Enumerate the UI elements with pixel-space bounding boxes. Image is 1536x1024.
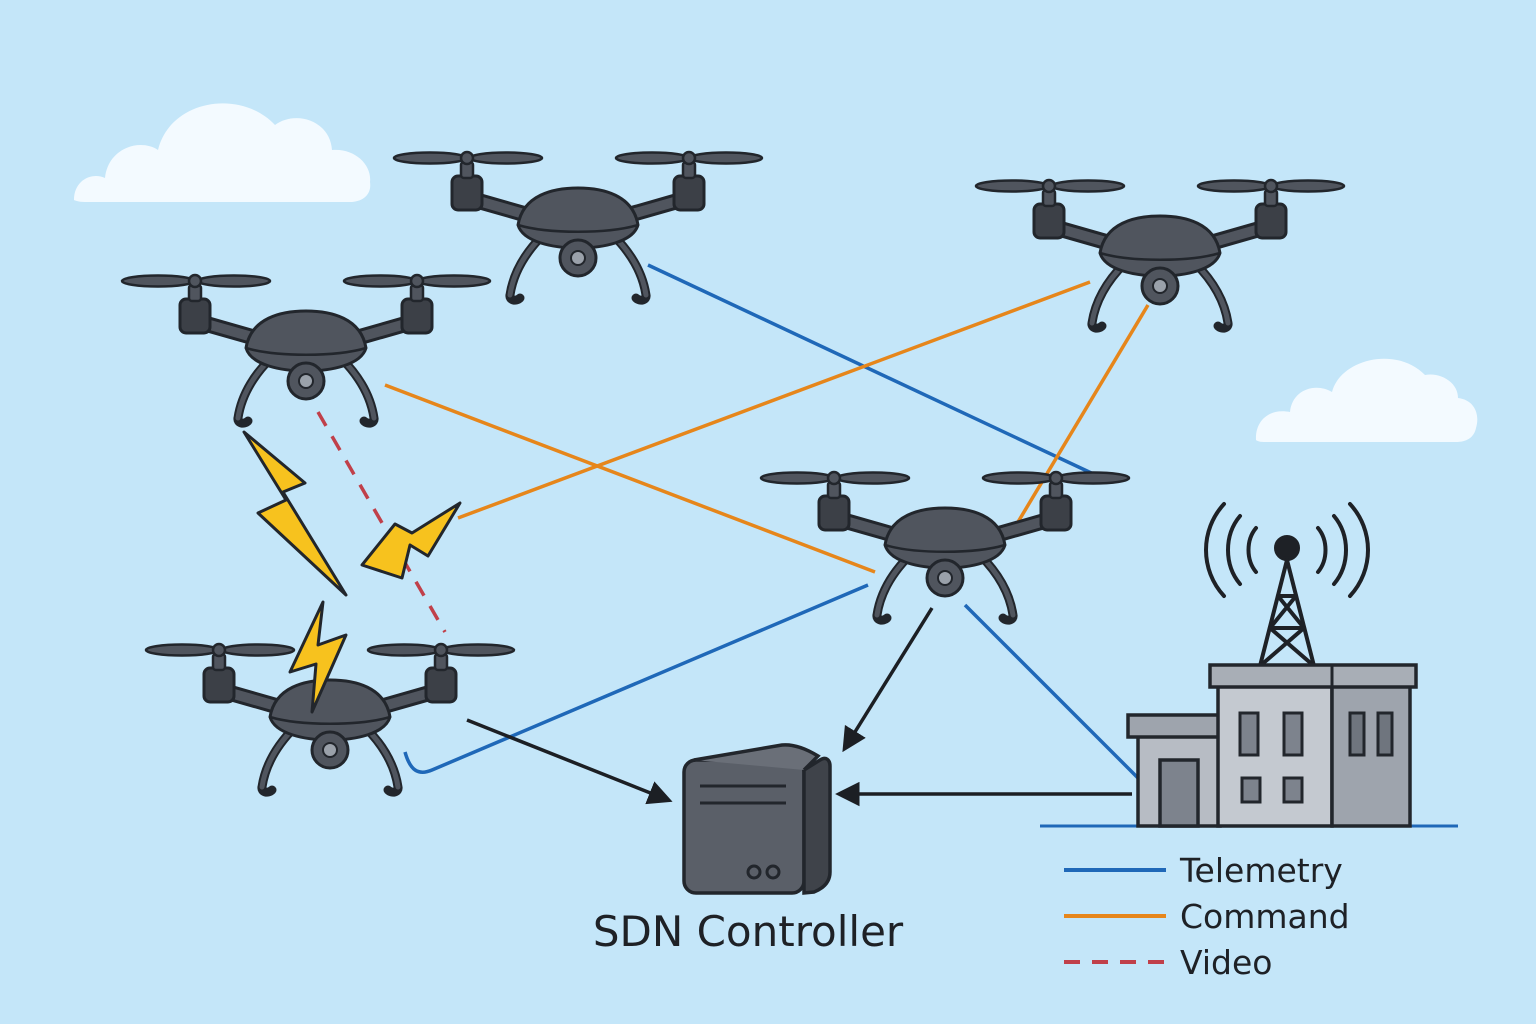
drone-icon (122, 275, 490, 423)
cell-tower-icon (1204, 502, 1370, 668)
building-icon (1126, 663, 1418, 828)
cloud-icon (74, 103, 371, 202)
legend-item-telemetry: Telemetry (1064, 851, 1343, 890)
legend-label-telemetry: Telemetry (1179, 851, 1343, 890)
lightning-icon (360, 501, 462, 580)
legend-label-command: Command (1180, 897, 1350, 936)
legend-item-video: Video (1064, 943, 1272, 982)
legend-item-command: Command (1064, 897, 1350, 936)
command-link (384, 383, 876, 574)
legend-label-video: Video (1180, 943, 1272, 982)
lightning-icon (288, 600, 348, 714)
legend: Telemetry Command Video (1064, 851, 1350, 982)
telemetry-link (647, 263, 1103, 480)
drone-icon (761, 472, 1129, 620)
data-arrow (842, 607, 934, 753)
lightning-icon (242, 430, 348, 597)
cloud-icon (1255, 358, 1478, 442)
server-icon (682, 743, 832, 895)
telemetry-link (403, 583, 869, 774)
video-link (316, 411, 447, 633)
link-lines (316, 263, 1150, 807)
controller-label: SDN Controller (593, 907, 904, 956)
data-arrow (466, 718, 673, 805)
command-link (457, 280, 1091, 520)
telemetry-link (963, 603, 1144, 784)
command-link (1016, 304, 1150, 523)
drone-icon (976, 180, 1344, 328)
